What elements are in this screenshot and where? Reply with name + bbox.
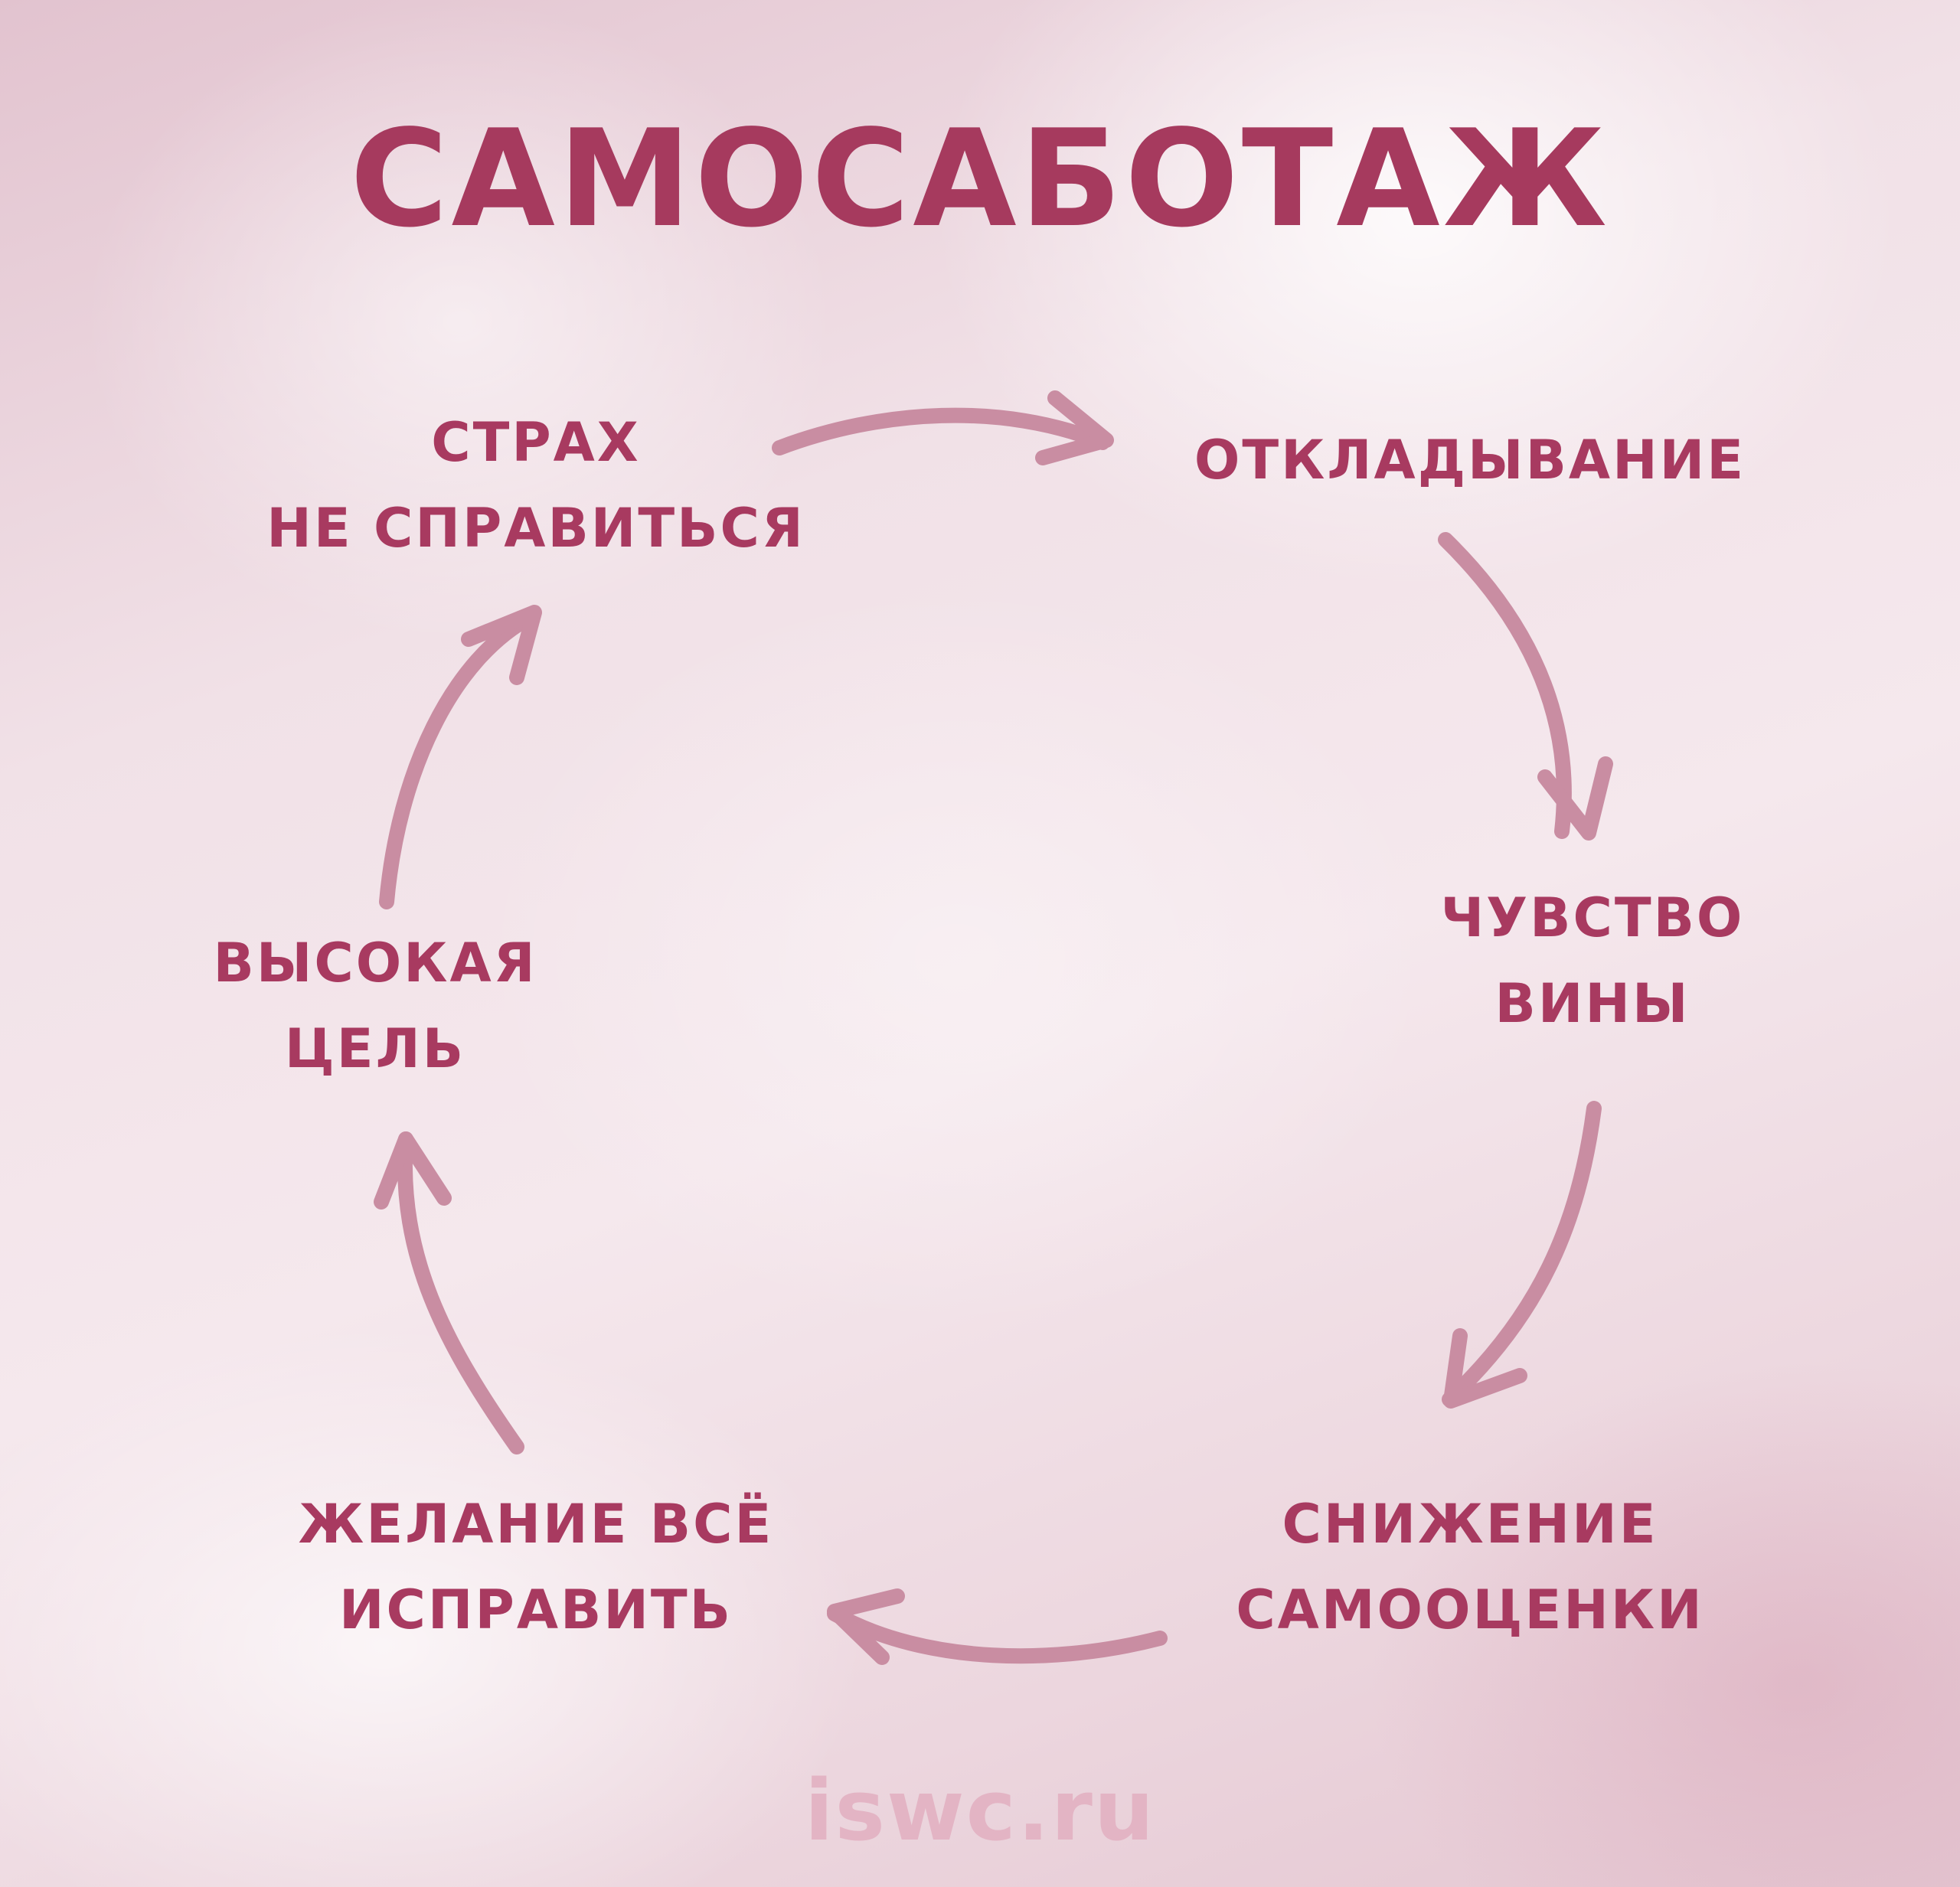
arrow-fear-to-procrastination xyxy=(772,390,1114,465)
node-lower-self-esteem: СНИЖЕНИЕ САМООЦЕНКИ xyxy=(1133,1481,1807,1653)
node-wish-line2: ИСПРАВИТЬ xyxy=(338,1578,733,1641)
node-self-esteem-line2: САМООЦЕНКИ xyxy=(1236,1578,1704,1641)
node-wish-line1: ЖЕЛАНИЕ ВСЁ xyxy=(298,1493,774,1556)
node-fear-of-failure: СТРАХ НЕ СПРАВИТЬСЯ xyxy=(199,400,873,571)
arrow-procrastination-to-guilt xyxy=(1438,532,1613,841)
node-goal-line1: ВЫСОКАЯ xyxy=(213,932,537,994)
node-goal-line2: ЦЕЛЬ xyxy=(284,1017,466,1080)
footer-watermark: iswc.ru xyxy=(804,1761,1156,1859)
arrow-guilt-to-self-esteem xyxy=(1442,1101,1602,1409)
node-fear-line2: НЕ СПРАВИТЬСЯ xyxy=(266,497,805,560)
node-high-goal: ВЫСОКАЯ ЦЕЛЬ xyxy=(115,920,635,1092)
node-procrastination-line1: ОТКЛАДЫВАНИЕ xyxy=(1194,429,1746,491)
arrow-self-esteem-to-wish xyxy=(827,1588,1168,1665)
diagram-title: САМОСАБОТАЖ xyxy=(350,102,1610,257)
node-guilt-line2: ВИНЫ xyxy=(1494,972,1690,1035)
node-wish-to-fix: ЖЕЛАНИЕ ВСЁ ИСПРАВИТЬ xyxy=(199,1481,873,1653)
node-procrastination: ОТКЛАДЫВАНИЕ xyxy=(1133,417,1807,503)
node-guilt-line1: ЧУВСТВО xyxy=(1440,886,1745,949)
node-self-esteem-line1: СНИЖЕНИЕ xyxy=(1282,1493,1658,1556)
node-fear-line1: СТРАХ xyxy=(431,411,641,474)
arrow-goal-to-fear xyxy=(379,605,542,909)
node-guilt: ЧУВСТВО ВИНЫ xyxy=(1286,875,1899,1046)
arrow-wish-to-goal xyxy=(374,1131,524,1454)
